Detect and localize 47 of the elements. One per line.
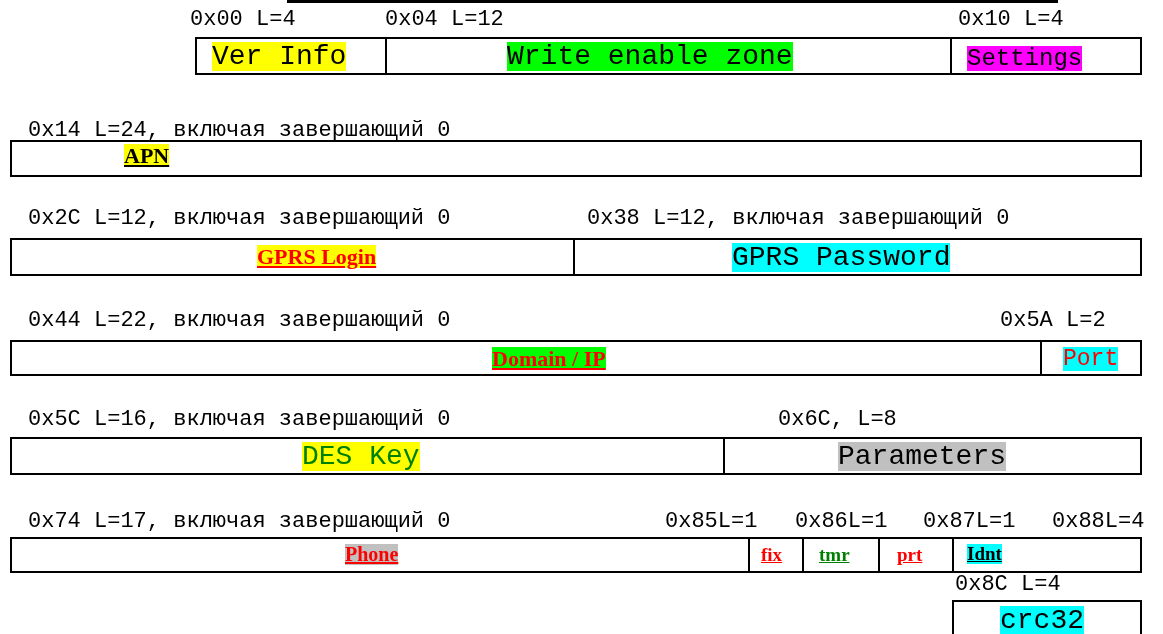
offset-length-label: 0x2C L=12, включая завершающий 0	[28, 208, 451, 230]
field-name: Write enable zone	[507, 42, 793, 72]
field-name: prt	[897, 545, 923, 565]
field-name: Port	[1063, 347, 1119, 372]
offset-length-label: 0x86L=1	[795, 511, 888, 533]
field-cell	[802, 537, 880, 573]
field-name: tmr	[819, 545, 850, 565]
field-name: APN	[124, 144, 170, 168]
offset-length-label: 0x74 L=17, включая завершающий 0	[28, 511, 451, 533]
offset-length-label: 0x04 L=12	[385, 9, 504, 31]
field-name: Settings	[967, 46, 1083, 72]
field-name: Idnt	[967, 544, 1002, 564]
field-cell	[1040, 340, 1142, 376]
field-name: GPRS Password	[732, 243, 951, 273]
field-name: Ver Info	[212, 42, 347, 72]
offset-length-label: 0x85L=1	[665, 511, 758, 533]
field-name: crc32	[1000, 606, 1084, 634]
field-cell	[723, 437, 1142, 475]
offset-length-label: 0x00 L=4	[190, 9, 296, 31]
field-cell	[195, 37, 387, 75]
offset-length-label: 0x5A L=2	[1000, 310, 1106, 332]
offset-length-label: 0x10 L=4	[958, 9, 1064, 31]
offset-length-label: 0x38 L=12, включая завершающий 0	[587, 208, 1010, 230]
field-cell	[10, 340, 1042, 376]
field-cell	[748, 537, 804, 573]
field-cell	[878, 537, 954, 573]
field-cell	[385, 37, 952, 75]
field-cell	[10, 238, 575, 276]
field-cell	[10, 537, 750, 573]
field-name: GPRS Login	[257, 245, 377, 269]
field-name: fix	[761, 545, 783, 565]
field-cell	[10, 437, 725, 475]
field-cell	[950, 37, 1142, 75]
offset-length-label: 0x44 L=22, включая завершающий 0	[28, 310, 451, 332]
field-cell	[952, 537, 1142, 573]
field-cell	[573, 238, 1142, 276]
offset-length-label: 0x87L=1	[923, 511, 1016, 533]
field-name: DES Key	[302, 442, 420, 472]
offset-length-label: 0x6C, L=8	[778, 409, 897, 431]
field-name: Domain / IP	[492, 347, 606, 371]
offset-length-label: 0x14 L=24, включая завершающий 0	[28, 120, 451, 142]
field-name: Phone	[345, 544, 399, 565]
offset-length-label: 0x88L=4	[1052, 511, 1145, 533]
field-name: Parameters	[838, 442, 1007, 472]
offset-length-label: 0x8C L=4	[955, 574, 1061, 596]
field-cell	[10, 140, 1142, 177]
offset-length-label: 0x5C L=16, включая завершающий 0	[28, 409, 451, 431]
